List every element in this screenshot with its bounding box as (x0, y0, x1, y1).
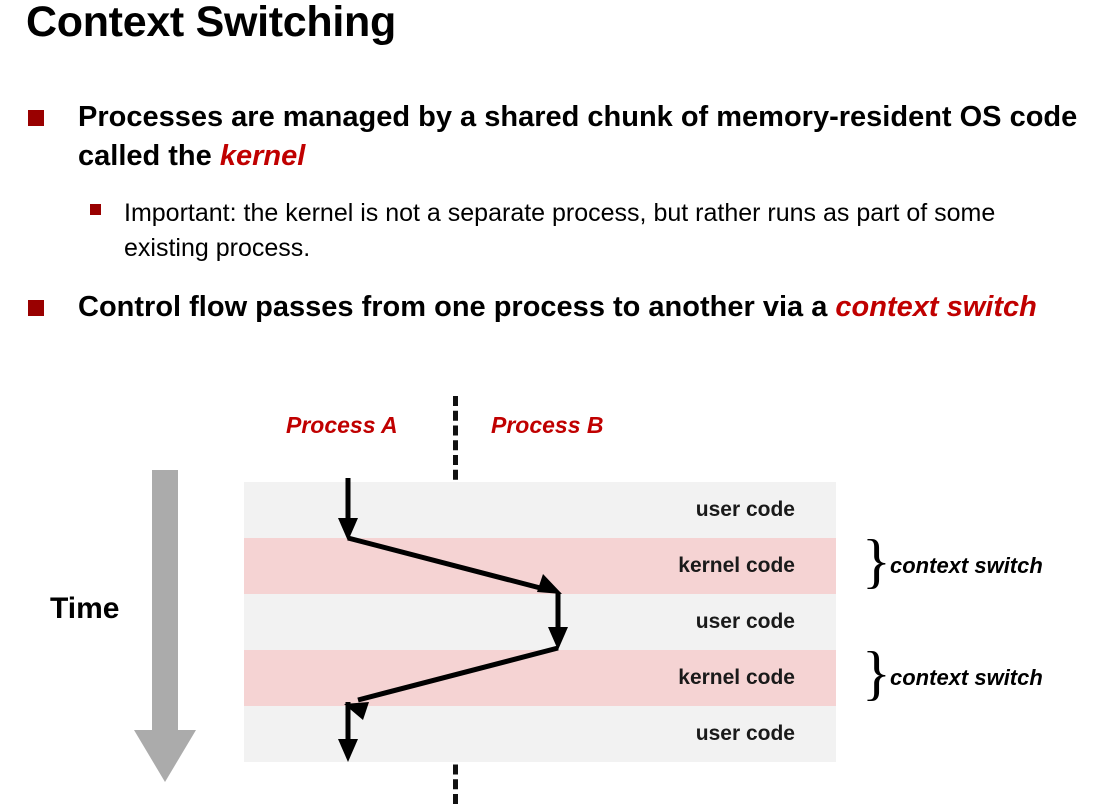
band-user-code-3: user code (244, 706, 836, 762)
bullet-item-2-text: Important: the kernel is not a separate … (124, 199, 996, 262)
process-b-label: Process B (491, 412, 604, 438)
band-label-user-code-2: user code (695, 610, 795, 633)
bullet-item-3: Control flow passes from one process to … (28, 288, 1088, 327)
bullet-marker-square (28, 110, 44, 126)
time-arrow-icon (134, 470, 196, 782)
band-user-code-2: user code (244, 594, 836, 650)
band-kernel-code-1: kernel code (244, 538, 836, 594)
band-label-kernel-code-1: kernel code (678, 554, 795, 577)
bullet-1-text-before: Processes are managed by a shared chunk … (78, 101, 1078, 173)
bullet-item-1: Processes are managed by a shared chunk … (28, 98, 1088, 177)
bullet-1-emphasis: kernel (219, 140, 306, 173)
page-title: Context Switching (26, 0, 396, 46)
bullet-item-1-text: Processes are managed by a shared chunk … (78, 98, 1088, 177)
band-label-kernel-code-2: kernel code (678, 666, 795, 689)
band-label-user-code-3: user code (695, 722, 795, 745)
process-a-label: Process A (286, 412, 398, 438)
context-switch-label-1: context switch (890, 553, 1043, 578)
subbullet-marker-square (90, 204, 101, 215)
band-label-user-code-1: user code (695, 498, 795, 521)
bullet-3-emphasis: context switch (835, 291, 1037, 323)
time-axis-label: Time (50, 592, 120, 625)
bullet-3-text-before: Control flow passes from one process to … (78, 291, 836, 323)
bullet-item-3-text: Control flow passes from one process to … (78, 288, 1088, 327)
bullet-item-2: Important: the kernel is not a separate … (90, 196, 1084, 265)
context-switch-label-2: context switch (890, 665, 1043, 690)
bullet-marker-square (28, 300, 44, 316)
curly-brace-icon-2: } (862, 640, 891, 706)
band-user-code-1: user code (244, 482, 836, 538)
curly-brace-icon-1: } (862, 528, 891, 594)
band-kernel-code-2: kernel code (244, 650, 836, 706)
